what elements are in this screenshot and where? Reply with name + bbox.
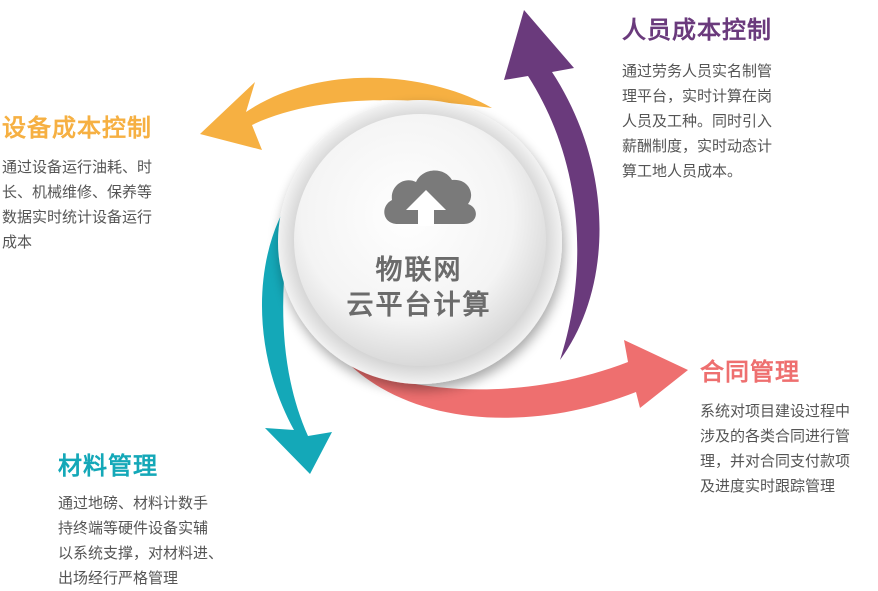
contract-line: 理，并对合同支付款项: [700, 452, 851, 470]
personnel-line: 理平台，实时计算在岗: [622, 87, 773, 105]
material-line: 持终端等硬件设备实辅: [58, 519, 209, 537]
equipment-block: 设备成本控制 通过设备运行油耗、时 长、机械维修、保养等 数据实时统计设备运行 …: [2, 108, 152, 255]
center-label-line1: 物联网: [375, 255, 463, 286]
contract-line: 及进度实时跟踪管理: [700, 477, 836, 495]
personnel-line: 通过劳务人员实名制管: [622, 62, 773, 80]
equipment-title: 设备成本控制: [2, 114, 152, 142]
material-title: 材料管理: [58, 452, 158, 480]
contract-title: 合同管理: [700, 358, 800, 386]
material-block: 材料管理 通过地磅、材料计数手 持终端等硬件设备实辅 以系统支撑，对材料进、 出…: [58, 446, 223, 591]
equipment-line: 通过设备运行油耗、时: [2, 158, 153, 176]
personnel-block: 人员成本控制 通过劳务人员实名制管 理平台，实时计算在岗 人员及工种。同时引入 …: [622, 10, 772, 184]
center-label-line2: 云平台计算: [346, 290, 492, 321]
equipment-description: 通过设备运行油耗、时 长、机械维修、保养等 数据实时统计设备运行 成本: [2, 155, 152, 255]
personnel-line: 人员及工种。同时引入: [622, 112, 773, 130]
equipment-line: 数据实时统计设备运行: [2, 208, 153, 226]
personnel-description: 通过劳务人员实名制管 理平台，实时计算在岗 人员及工种。同时引入 薪酬制度，实时…: [622, 59, 772, 184]
equipment-arrow: [200, 77, 492, 150]
contract-line: 涉及的各类合同进行管: [700, 427, 851, 445]
material-line: 通过地磅、材料计数手: [58, 494, 209, 512]
personnel-line: 薪酬制度，实时动态计: [622, 137, 773, 155]
contract-block: 合同管理 系统对项目建设过程中 涉及的各类合同进行管 理，并对合同支付款项 及进…: [700, 352, 850, 499]
contract-arrow: [350, 340, 688, 418]
equipment-line: 长、机械维修、保养等: [2, 183, 153, 201]
material-line: 出场经行严格管理: [58, 569, 179, 587]
center-circle: [294, 114, 546, 366]
personnel-line: 算工地人员成本。: [622, 162, 743, 180]
material-description: 通过地磅、材料计数手 持终端等硬件设备实辅 以系统支撑，对材料进、 出场经行严格…: [58, 491, 223, 591]
personnel-arrow: [504, 10, 600, 360]
equipment-line: 成本: [2, 233, 33, 251]
contract-description: 系统对项目建设过程中 涉及的各类合同进行管 理，并对合同支付款项 及进度实时跟踪…: [700, 399, 850, 499]
personnel-title: 人员成本控制: [622, 16, 772, 44]
material-line: 以系统支撑，对材料进、: [58, 544, 224, 562]
cloud-upload-icon: [384, 170, 476, 226]
contract-line: 系统对项目建设过程中: [700, 402, 851, 420]
